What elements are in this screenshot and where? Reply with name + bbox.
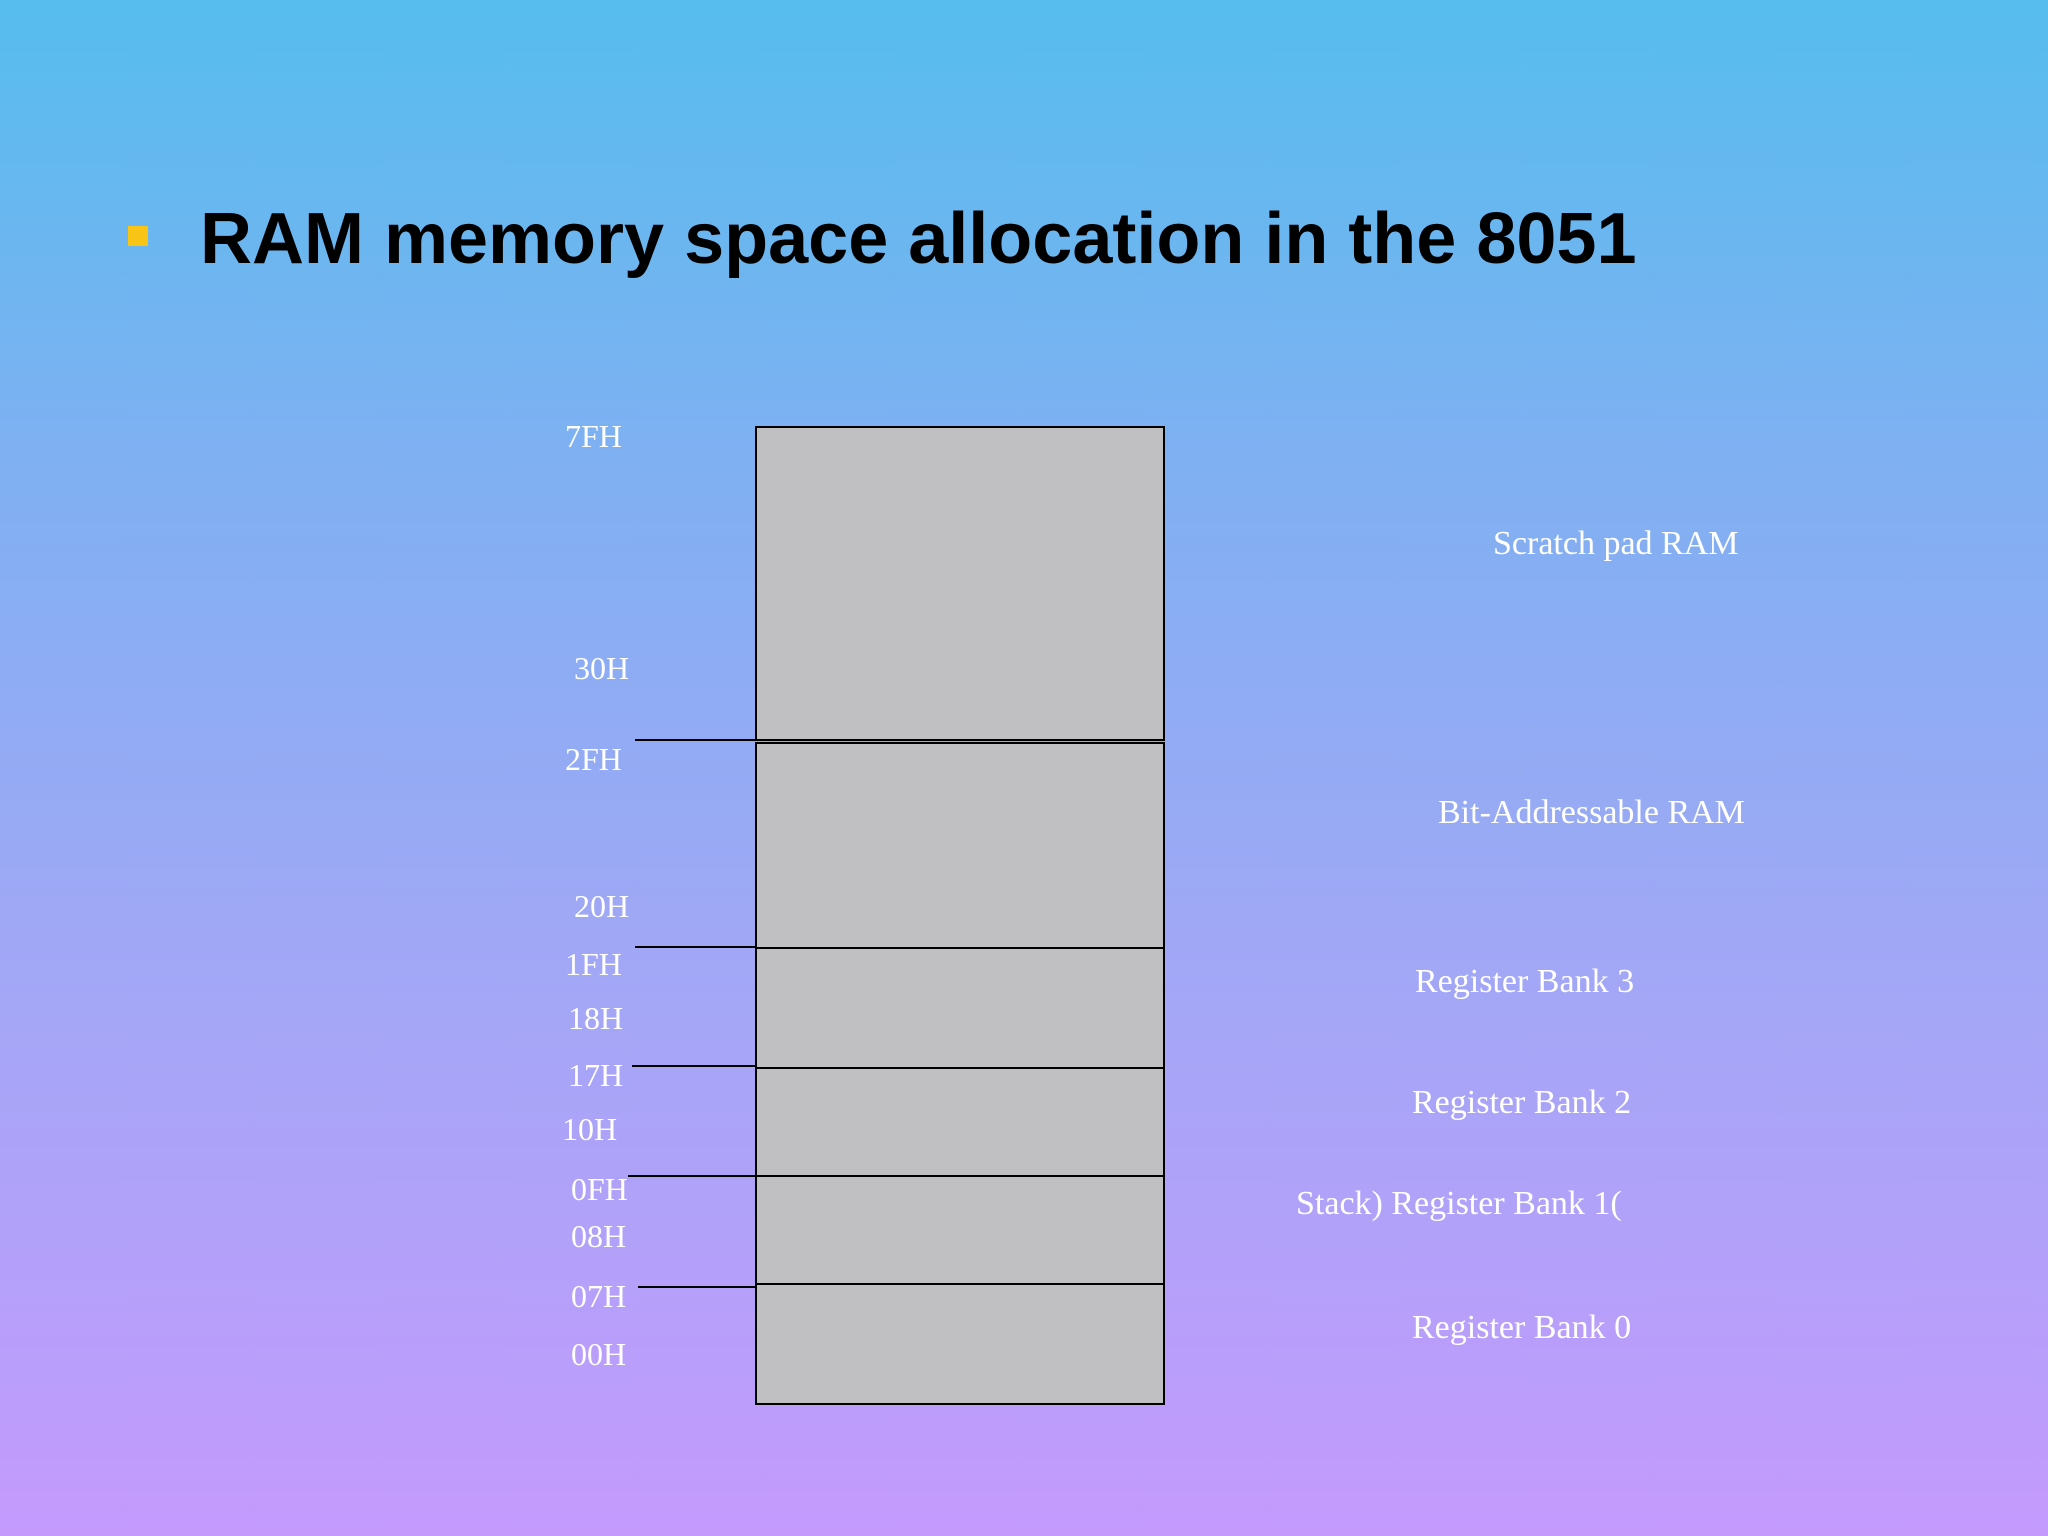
region-label-register-bank-0: Register Bank 0: [1412, 1309, 1632, 1346]
region-label-register-bank-2: Register Bank 2: [1412, 1084, 1632, 1121]
region-label-register-bank-1: Stack) Register Bank 1(: [1296, 1185, 1622, 1222]
address-label-7fh: 7FH: [565, 418, 622, 454]
address-label-08h: 08H: [571, 1218, 627, 1254]
address-label-30h: 30H: [574, 650, 630, 686]
address-label-00h: 00H: [571, 1336, 627, 1372]
address-label-17h: 17H: [568, 1057, 624, 1093]
block-register-bank-2: [755, 1067, 1165, 1177]
address-label-07h: 07H: [571, 1278, 627, 1314]
block-register-bank-1: [755, 1175, 1165, 1285]
address-label-2fh: 2FH: [565, 741, 622, 777]
block-bit-addressable-ram: [755, 742, 1165, 949]
block-register-bank-3: [755, 947, 1165, 1069]
address-label-20h: 20H: [574, 888, 630, 924]
address-label-10h: 10H: [562, 1111, 618, 1147]
address-label-0fh: 0FH: [571, 1171, 628, 1207]
address-label-1fh: 1FH: [565, 946, 622, 982]
region-label-register-bank-3: Register Bank 3: [1415, 963, 1635, 1000]
region-label-bit-addressable-ram: Bit-Addressable RAM: [1438, 794, 1745, 831]
block-register-bank-0: [755, 1283, 1165, 1405]
bullet-icon: [128, 226, 148, 246]
address-label-18h: 18H: [568, 1000, 624, 1036]
slide-title: RAM memory space allocation in the 8051: [200, 199, 1637, 279]
block-scratch-pad-ram: [755, 426, 1165, 741]
region-label-scratch-pad-ram: Scratch pad RAM: [1493, 525, 1739, 562]
